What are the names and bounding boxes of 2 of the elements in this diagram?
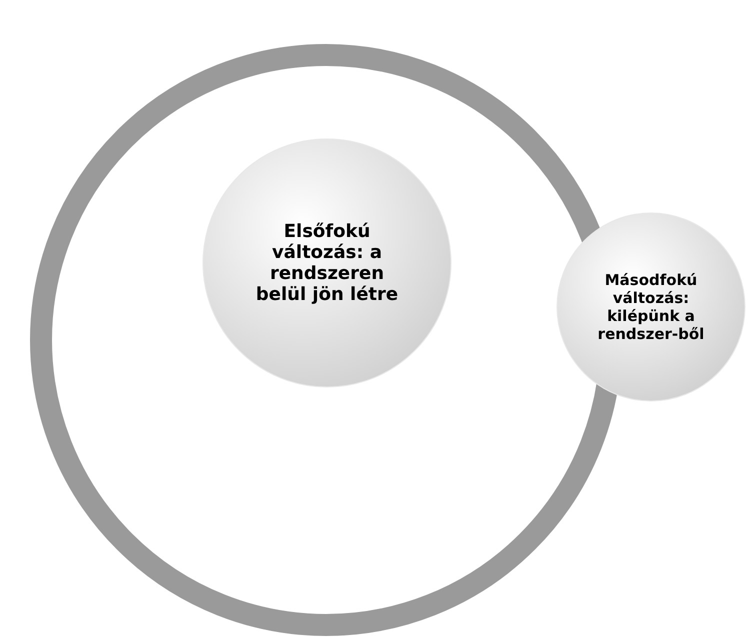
circle-label: Másodfokú változás: kilépünk a rendszer-ből: [596, 271, 706, 343]
circle-label: Elsőfokú változás: a rendszeren belül jön létre: [254, 221, 400, 305]
